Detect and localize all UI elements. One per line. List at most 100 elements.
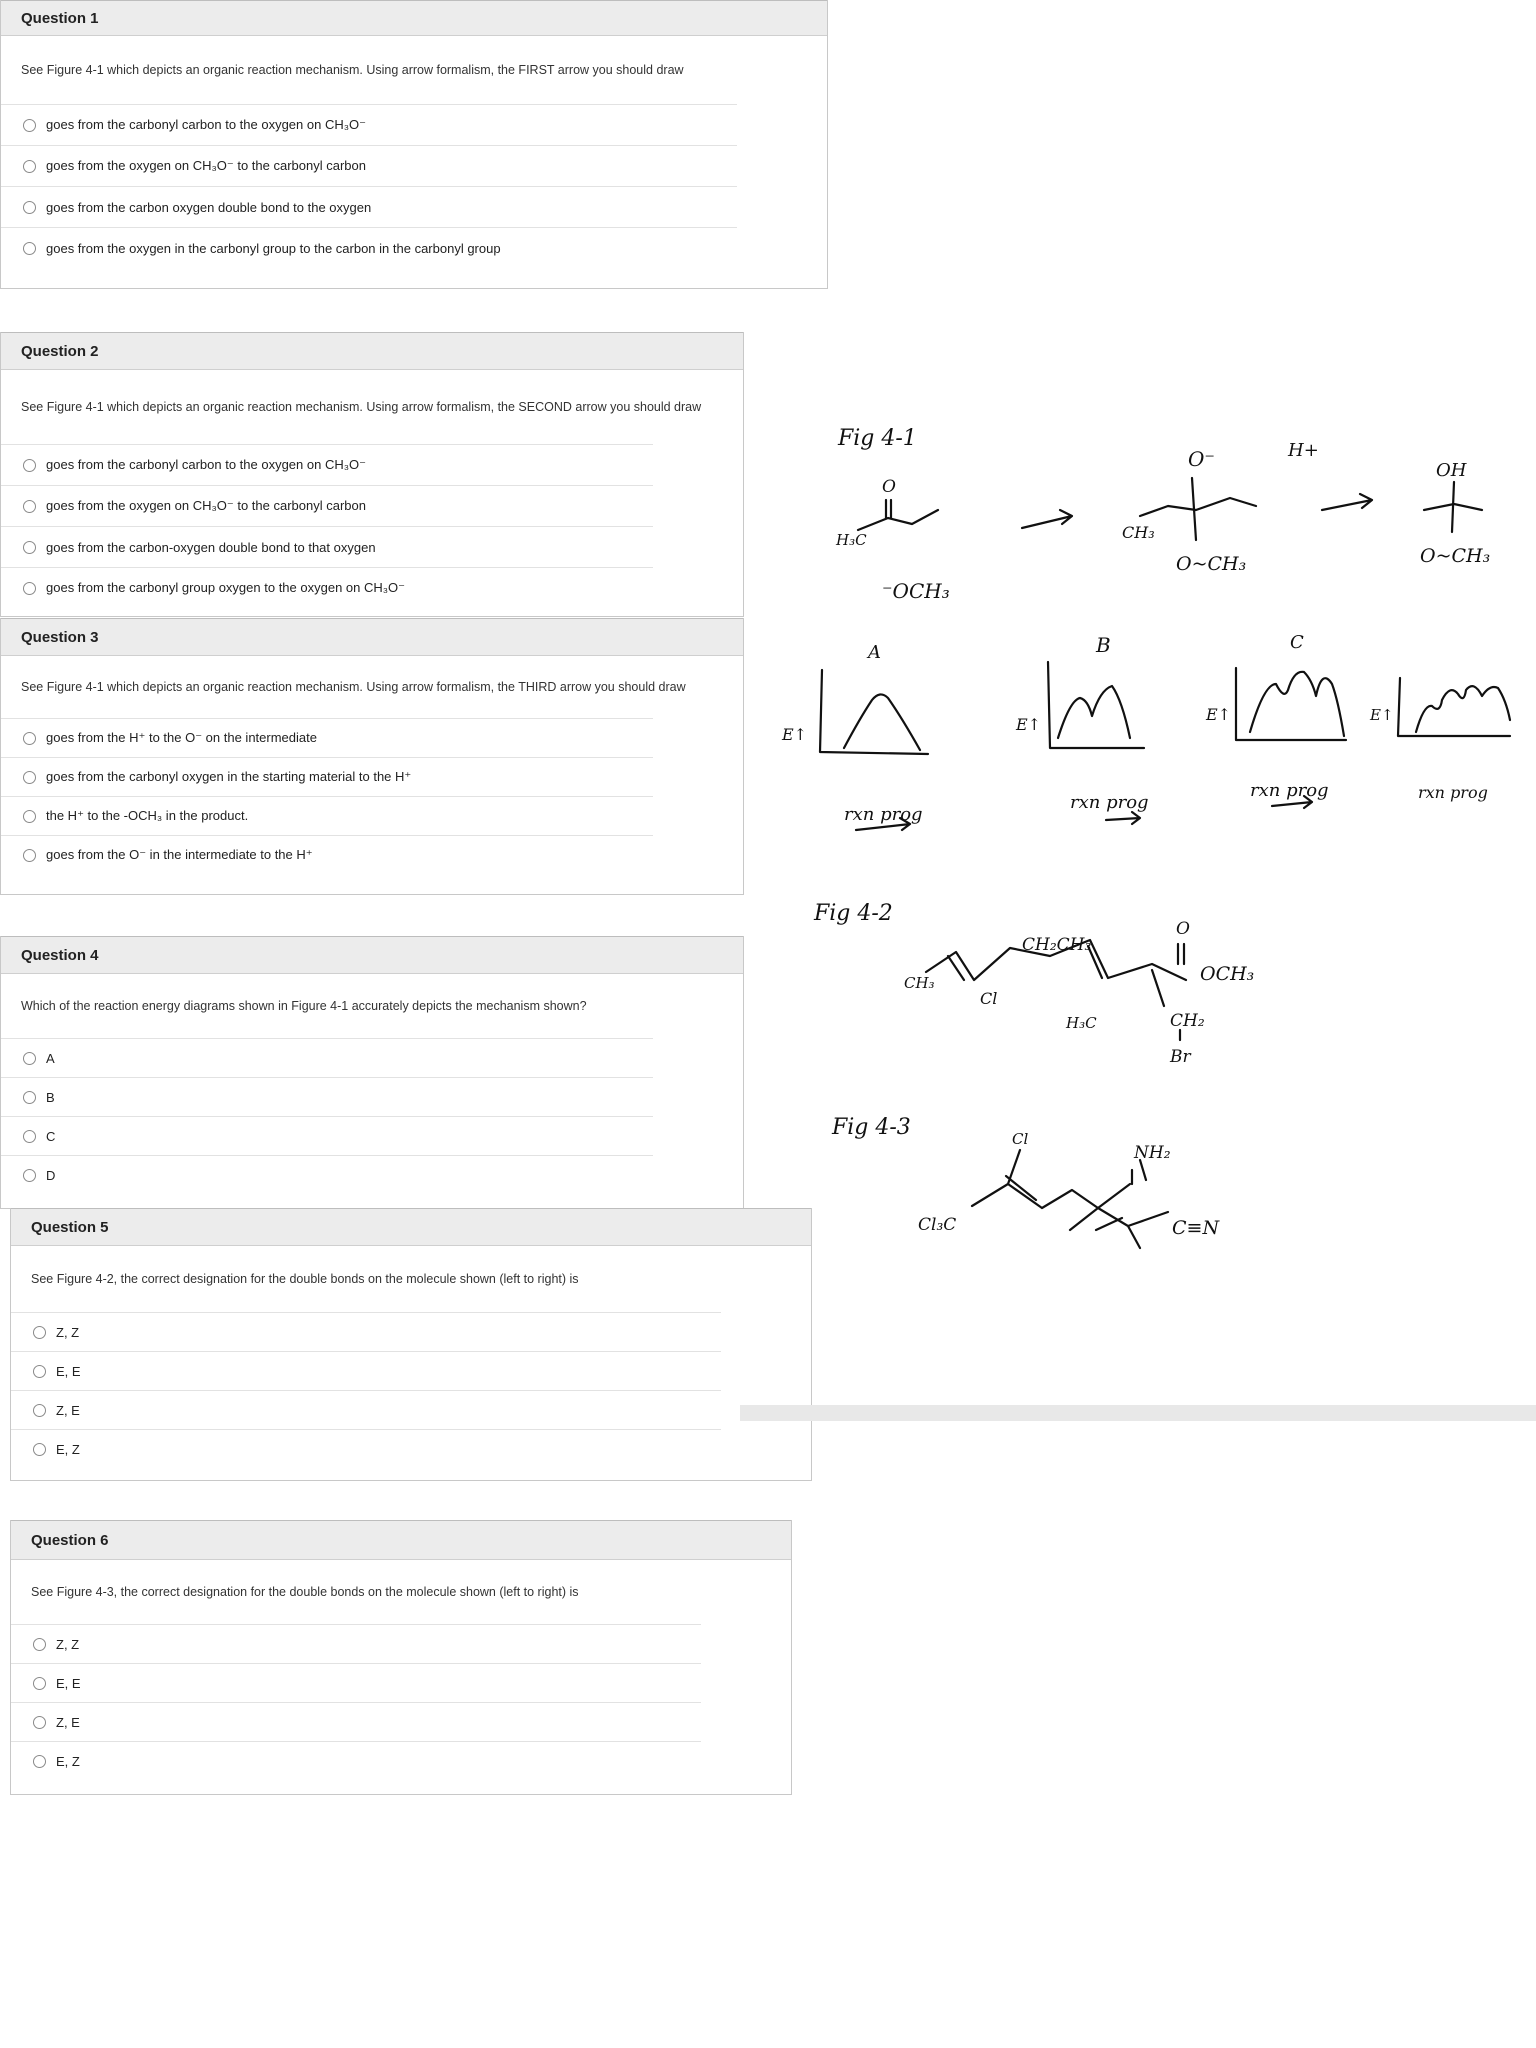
radio-button[interactable] <box>23 241 36 255</box>
axis-y-c: E↑ <box>1205 705 1231 724</box>
radio-button[interactable] <box>23 809 36 823</box>
radio-button[interactable] <box>33 1754 46 1768</box>
fig3-skeleton <box>970 1148 1170 1250</box>
fig2-och3: OCH₃ <box>1200 963 1254 985</box>
radio-button[interactable] <box>23 770 36 784</box>
energy-curve-b <box>1056 684 1132 740</box>
fig3-cl: Cl <box>1012 1130 1028 1148</box>
radio-button[interactable] <box>33 1403 46 1417</box>
axes-b <box>1046 660 1146 750</box>
question-prompt: See Figure 4-1 which depicts an organic … <box>21 680 686 694</box>
radio-button[interactable] <box>23 848 36 862</box>
answer-option[interactable]: goes from the carbonyl carbon to the oxy… <box>1 444 653 485</box>
intermediate-och3: O~CH₃ <box>1176 553 1246 575</box>
answer-option[interactable]: goes from the O⁻ in the intermediate to … <box>1 835 653 874</box>
answer-option[interactable]: goes from the H⁺ to the O⁻ on the interm… <box>1 718 653 757</box>
answer-option[interactable]: goes from the oxygen on CH₃O⁻ to the car… <box>1 145 737 186</box>
radio-button[interactable] <box>23 1051 36 1065</box>
answer-option[interactable]: E, Z <box>11 1429 721 1468</box>
answer-option[interactable]: goes from the oxygen on CH₃O⁻ to the car… <box>1 485 653 526</box>
answer-option[interactable]: B <box>1 1077 653 1116</box>
answer-option[interactable]: A <box>1 1038 653 1077</box>
answer-option[interactable]: Z, Z <box>11 1312 721 1351</box>
option-label: goes from the oxygen on CH₃O⁻ to the car… <box>46 158 366 173</box>
diagram-label-a: A <box>866 642 881 663</box>
radio-button[interactable] <box>23 1090 36 1104</box>
radio-button[interactable] <box>33 1676 46 1690</box>
radio-button[interactable] <box>23 1129 36 1143</box>
radio-button[interactable] <box>23 499 36 513</box>
answer-option[interactable]: E, E <box>11 1663 701 1702</box>
radio-button[interactable] <box>23 1168 36 1182</box>
radio-button[interactable] <box>23 581 36 595</box>
radio-button[interactable] <box>23 540 36 554</box>
answer-option[interactable]: Z, E <box>11 1390 721 1429</box>
answer-option[interactable]: goes from the carbonyl oxygen in the sta… <box>1 757 653 796</box>
answer-option[interactable]: goes from the carbon oxygen double bond … <box>1 186 737 227</box>
radio-button[interactable] <box>33 1637 46 1651</box>
option-label: goes from the carbonyl carbon to the oxy… <box>46 457 366 472</box>
option-label: C <box>46 1128 56 1144</box>
reactant-och3: ⁻OCH₃ <box>882 579 950 603</box>
radio-button[interactable] <box>33 1442 46 1456</box>
reaction-arrow-2 <box>1320 492 1374 512</box>
answer-option[interactable]: C <box>1 1116 653 1155</box>
energy-curve-a <box>842 693 922 752</box>
fig3-label: Fig 4-3 <box>831 1115 911 1140</box>
answer-option[interactable]: goes from the oxygen in the carbonyl gro… <box>1 227 737 268</box>
question-prompt: See Figure 4-1 which depicts an organic … <box>21 63 684 77</box>
answer-option[interactable]: the H⁺ to the -OCH₃ in the product. <box>1 796 653 835</box>
question-title: Question 3 <box>1 618 743 656</box>
axis-x-b: rxn prog <box>1070 792 1149 813</box>
option-label: D <box>46 1167 56 1183</box>
option-label: goes from the oxygen on CH₃O⁻ to the car… <box>46 498 366 513</box>
radio-button[interactable] <box>33 1325 46 1339</box>
radio-button[interactable] <box>23 159 36 173</box>
axes-a <box>818 668 930 756</box>
option-label: the H⁺ to the -OCH₃ in the product. <box>46 808 249 823</box>
axes-c <box>1234 666 1348 742</box>
diagram-label-c: C <box>1290 632 1304 653</box>
question-6: Question 6 See Figure 4-3, the correct d… <box>10 1520 792 1795</box>
axes-d <box>1396 676 1512 738</box>
intermediate-o-minus: O⁻ <box>1188 447 1215 471</box>
question-title: Question 6 <box>11 1520 791 1560</box>
intermediate-skeleton <box>1138 476 1258 542</box>
answer-option[interactable]: goes from the carbon-oxygen double bond … <box>1 526 653 567</box>
option-label: Z, E <box>56 1402 80 1418</box>
answer-option[interactable]: E, Z <box>11 1741 701 1780</box>
option-label: goes from the carbonyl carbon to the oxy… <box>46 117 366 132</box>
radio-button[interactable] <box>23 118 36 132</box>
radio-button[interactable] <box>23 458 36 472</box>
question-title: Question 2 <box>1 332 743 370</box>
fig2-label: Fig 4-2 <box>813 901 893 926</box>
axis-x-arrow-b <box>1104 810 1142 826</box>
answer-option[interactable]: D <box>1 1155 653 1194</box>
answer-option[interactable]: E, E <box>11 1351 721 1390</box>
radio-button[interactable] <box>23 200 36 214</box>
option-label: E, Z <box>56 1441 80 1457</box>
answer-option[interactable]: goes from the carbonyl group oxygen to t… <box>1 567 653 608</box>
energy-curve-d <box>1414 685 1512 734</box>
radio-button[interactable] <box>23 731 36 745</box>
fig2-skeleton <box>924 938 1188 982</box>
axis-y-d: E↑ <box>1369 706 1394 724</box>
answer-option[interactable]: goes from the carbonyl carbon to the oxy… <box>1 104 737 145</box>
radio-button[interactable] <box>33 1364 46 1378</box>
reactant-ch3: H₃C <box>835 531 867 549</box>
axis-y-a: E↑ <box>781 725 807 744</box>
answer-option[interactable]: Z, Z <box>11 1624 701 1663</box>
radio-button[interactable] <box>33 1715 46 1729</box>
option-label: E, Z <box>56 1753 80 1769</box>
h-plus: H+ <box>1287 440 1319 461</box>
product-skeleton <box>1422 480 1484 534</box>
question-1: Question 1 See Figure 4-1 which depicts … <box>0 0 828 289</box>
fig2-o: O <box>1176 919 1190 939</box>
option-label: Z, E <box>56 1714 80 1730</box>
answer-option[interactable]: Z, E <box>11 1702 701 1741</box>
product-och3: O~CH₃ <box>1420 545 1490 567</box>
option-label: E, E <box>56 1675 81 1691</box>
question-prompt: See Figure 4-2, the correct designation … <box>31 1272 579 1286</box>
option-label: goes from the H⁺ to the O⁻ on the interm… <box>46 730 317 745</box>
question-prompt: Which of the reaction energy diagrams sh… <box>21 999 587 1013</box>
